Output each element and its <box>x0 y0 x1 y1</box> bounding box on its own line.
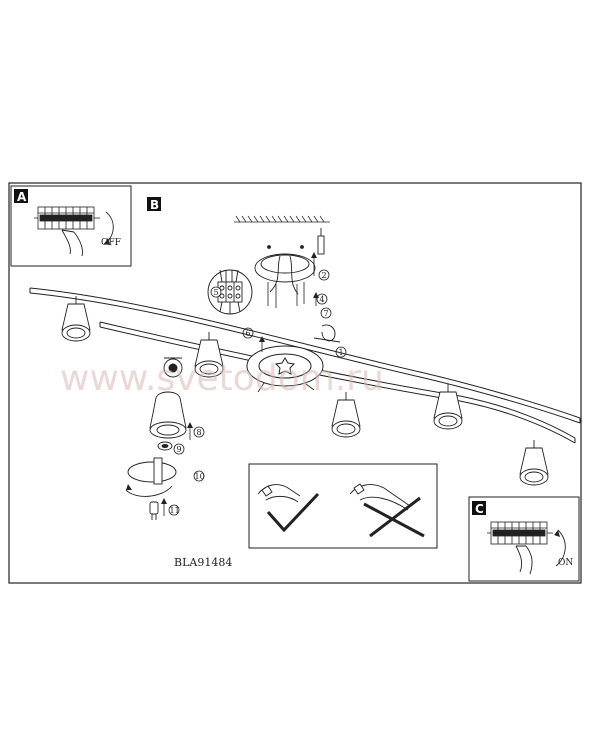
handling-panel-frame <box>248 463 438 549</box>
switch-arrow-icon <box>555 529 566 567</box>
panel-c-letter-box <box>472 501 486 515</box>
lampholder-icon <box>125 457 177 497</box>
panel-a: A OFF <box>10 185 132 267</box>
hand-icon <box>515 545 533 575</box>
wrong-handling-icon <box>349 483 425 538</box>
panel-b-letter: B <box>150 198 159 212</box>
step-8-label: 8 <box>197 428 202 437</box>
step-5-label: 5 <box>214 288 219 297</box>
ring-nut-icon <box>157 441 173 451</box>
correct-handling-icon <box>257 484 320 533</box>
watermark: www.svetodom.ru <box>60 358 384 399</box>
ceiling-hatch <box>234 215 330 223</box>
off-label: OFF <box>101 238 121 248</box>
model-code: BLA91484 <box>174 556 232 569</box>
canopy <box>246 345 324 387</box>
arrow-icon <box>305 383 315 391</box>
connector-detail <box>207 269 253 315</box>
panel-b: B 2 4 <box>29 197 581 569</box>
spotlight-5 <box>519 440 549 486</box>
outer-frame <box>8 182 582 584</box>
panel-a-letter: A <box>17 190 27 204</box>
spotlight-4 <box>433 384 463 430</box>
step-10-label: 10 <box>195 472 205 481</box>
step-7-label: 7 <box>324 309 329 318</box>
panel-b-letter-box <box>147 197 161 211</box>
step-4-label: 4 <box>320 295 325 304</box>
panel-a-letter-box <box>14 189 28 203</box>
spotlight-1 <box>61 296 91 342</box>
hand-icon <box>61 229 83 257</box>
terminal-block-icon <box>34 206 100 230</box>
step-6-label: 6 <box>246 329 251 338</box>
mounting-plate <box>254 253 316 295</box>
spotlight-3 <box>331 392 361 438</box>
step-11-label: 11 <box>170 506 180 515</box>
panel-a-frame <box>10 185 132 267</box>
joint-detail <box>163 357 183 378</box>
handling-warning-panel <box>248 463 438 549</box>
step-1-label: 1 <box>339 348 344 357</box>
bulb-icon <box>149 501 159 520</box>
screw-icon <box>267 245 305 308</box>
panel-c-frame <box>468 496 580 582</box>
light-bar <box>29 287 581 444</box>
wall-plug-icon <box>317 228 325 255</box>
arrow-icon <box>257 382 265 393</box>
shade-detail <box>149 391 187 439</box>
step-2-label: 2 <box>322 271 327 280</box>
terminal-block-icon <box>487 521 553 545</box>
step-9-label: 9 <box>177 445 182 454</box>
spotlight-2 <box>194 332 224 378</box>
on-label: ON <box>558 558 573 568</box>
panel-c: C ON <box>468 496 580 582</box>
panel-c-letter: C <box>475 502 484 516</box>
knob-detail <box>313 324 341 343</box>
